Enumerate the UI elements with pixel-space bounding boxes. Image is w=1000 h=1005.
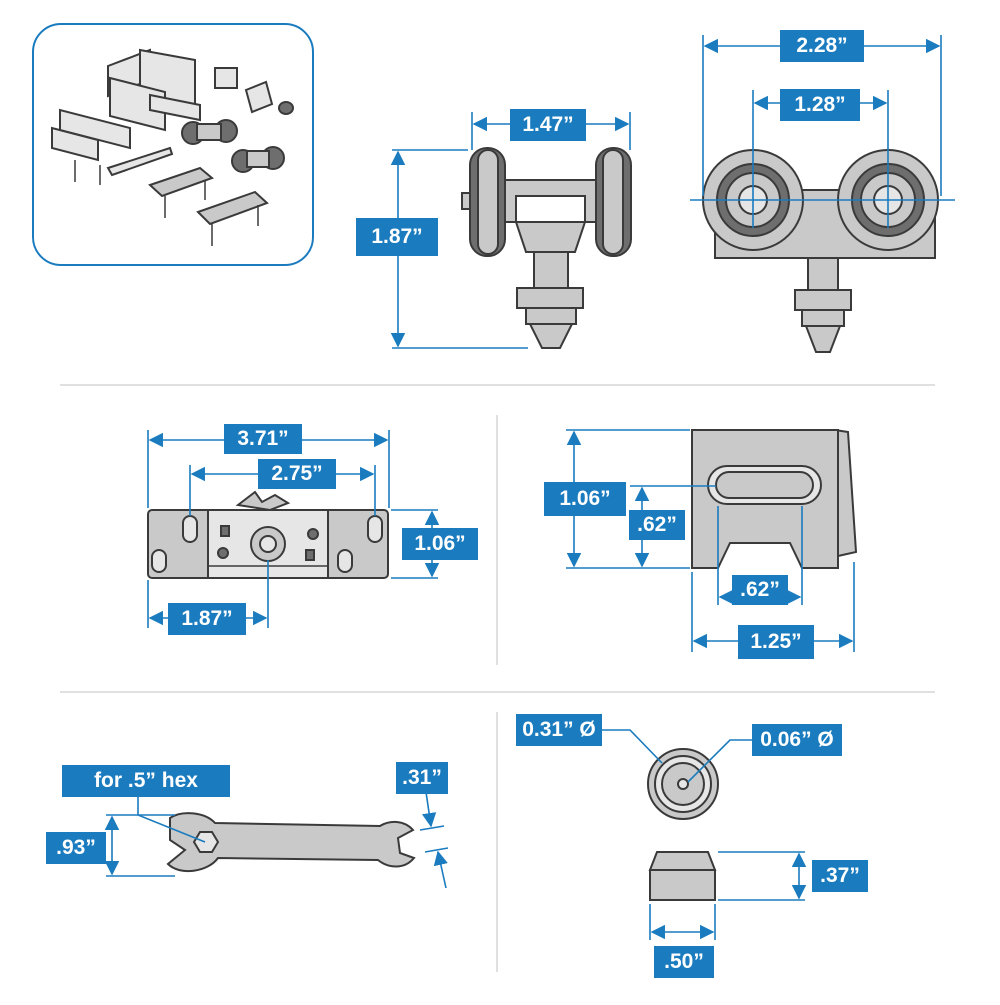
- dim-label-stop-width: .50”: [654, 946, 714, 978]
- dim-label-plate-length: 3.71”: [224, 424, 302, 454]
- kit-stop: [278, 101, 294, 115]
- dim-label-wrench-height: .93”: [46, 832, 106, 864]
- dim-label-bracket-width: 1.25”: [738, 625, 814, 659]
- kit-guide: [244, 80, 274, 114]
- dim-label-bracket-inner-width: .62”: [732, 575, 788, 605]
- mounting-plate: [147, 430, 440, 628]
- dim-label-stop-inner-diameter: 0.06” Ø: [752, 724, 842, 756]
- kit-plate-2: [196, 190, 269, 246]
- kit-bracket-group: [51, 48, 201, 185]
- kit-plate-1: [148, 166, 214, 218]
- kit-roller-1: [181, 119, 238, 145]
- wrench: [104, 791, 449, 889]
- dim-label-roller-front-overall: 2.28”: [780, 30, 864, 62]
- dim-label-bracket-height: 1.06”: [544, 482, 626, 516]
- dim-label-wrench-jaw: .31”: [396, 762, 448, 794]
- dim-label-roller-front-spacing: 1.28”: [780, 89, 860, 121]
- dim-label-bracket-slot-height: .62”: [629, 510, 685, 540]
- kit-roller-2: [231, 146, 285, 173]
- kit-overview-panel: [32, 23, 314, 266]
- dim-label-plate-slot-spacing: 2.75”: [258, 459, 336, 489]
- dim-label-plate-center-offset: 1.87”: [168, 603, 246, 635]
- roller-front-view: [690, 35, 955, 353]
- dim-label-plate-height: 1.06”: [402, 528, 478, 560]
- dim-label-roller-side-width: 1.47”: [510, 109, 586, 141]
- stop-top-view: [601, 729, 753, 820]
- stop-side-view: [648, 851, 807, 940]
- guide-bracket: [566, 428, 858, 652]
- kit-wrench: [106, 146, 174, 177]
- dim-label-stop-outer-diameter: 0.31” Ø: [516, 714, 602, 746]
- dim-label-roller-side-height: 1.87”: [356, 218, 438, 256]
- dim-label-wrench-hex: for .5” hex: [62, 765, 230, 797]
- kit-bracket-small: [214, 67, 238, 89]
- dim-label-stop-height: .37”: [812, 860, 868, 892]
